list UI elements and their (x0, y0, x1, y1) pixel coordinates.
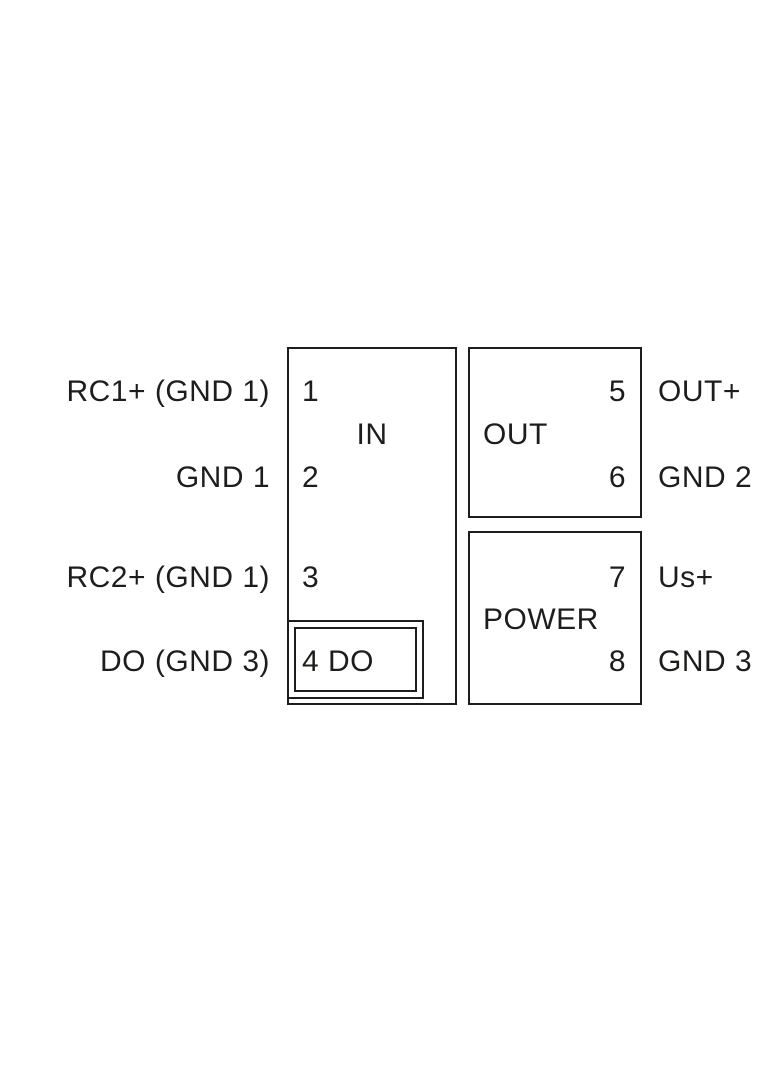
do-sub-box-inner (294, 627, 417, 692)
pin-number-5: 5 (608, 375, 626, 408)
signal-label-out-plus: OUT+ (658, 375, 741, 408)
section-label-in: IN (356, 418, 388, 451)
signal-label-gnd3: GND 3 (658, 645, 753, 678)
pin-number-8: 8 (608, 645, 626, 678)
signal-label-gnd2: GND 2 (658, 461, 753, 494)
do-sub-box-outer (287, 620, 424, 699)
out-section-box (468, 347, 642, 518)
signal-label-do: DO (GND 3) (100, 645, 270, 678)
signal-label-gnd1: GND 1 (175, 461, 270, 494)
section-label-power: POWER (483, 603, 599, 636)
pin-number-2: 2 (302, 461, 320, 494)
power-section-box (468, 531, 642, 705)
section-label-out: OUT (483, 418, 548, 451)
pin-number-1: 1 (302, 375, 320, 408)
signal-label-us-plus: Us+ (658, 561, 714, 594)
pin-number-4-do: 4 DO (302, 645, 375, 678)
signal-label-rc2: RC2+ (GND 1) (66, 561, 270, 594)
pin-number-6: 6 (608, 461, 626, 494)
signal-label-rc1: RC1+ (GND 1) (66, 375, 270, 408)
pin-number-7: 7 (608, 561, 626, 594)
in-section-box (287, 347, 457, 705)
pin-number-3: 3 (302, 561, 320, 594)
